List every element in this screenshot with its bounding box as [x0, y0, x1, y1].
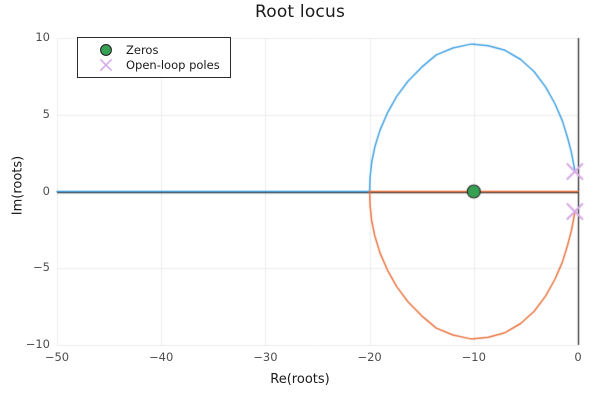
- legend-label-zeros: Zeros: [126, 43, 159, 57]
- x-tick-label: −40: [149, 350, 174, 364]
- x-tick-label: −50: [44, 350, 70, 364]
- x-axis-label: Re(roots): [270, 372, 330, 387]
- legend: Zeros Open-loop poles: [77, 37, 231, 78]
- zeros-marker-icon: [100, 44, 112, 56]
- poles-marker-icon: [100, 59, 112, 71]
- legend-item-poles: Open-loop poles: [78, 57, 230, 73]
- x-tick-label: −10: [461, 350, 486, 364]
- y-tick-label: −5: [33, 260, 50, 275]
- y-tick-label: 5: [42, 106, 50, 121]
- y-tick-label: 0: [42, 183, 50, 198]
- x-tick-label: −20: [357, 350, 382, 364]
- legend-label-poles: Open-loop poles: [126, 58, 220, 72]
- legend-item-zeros: Zeros: [78, 42, 230, 58]
- x-tick-label: −30: [253, 350, 278, 364]
- y-tick-label: −10: [25, 337, 50, 351]
- x-tick-label: 0: [574, 350, 582, 364]
- y-tick-label: 10: [35, 30, 50, 44]
